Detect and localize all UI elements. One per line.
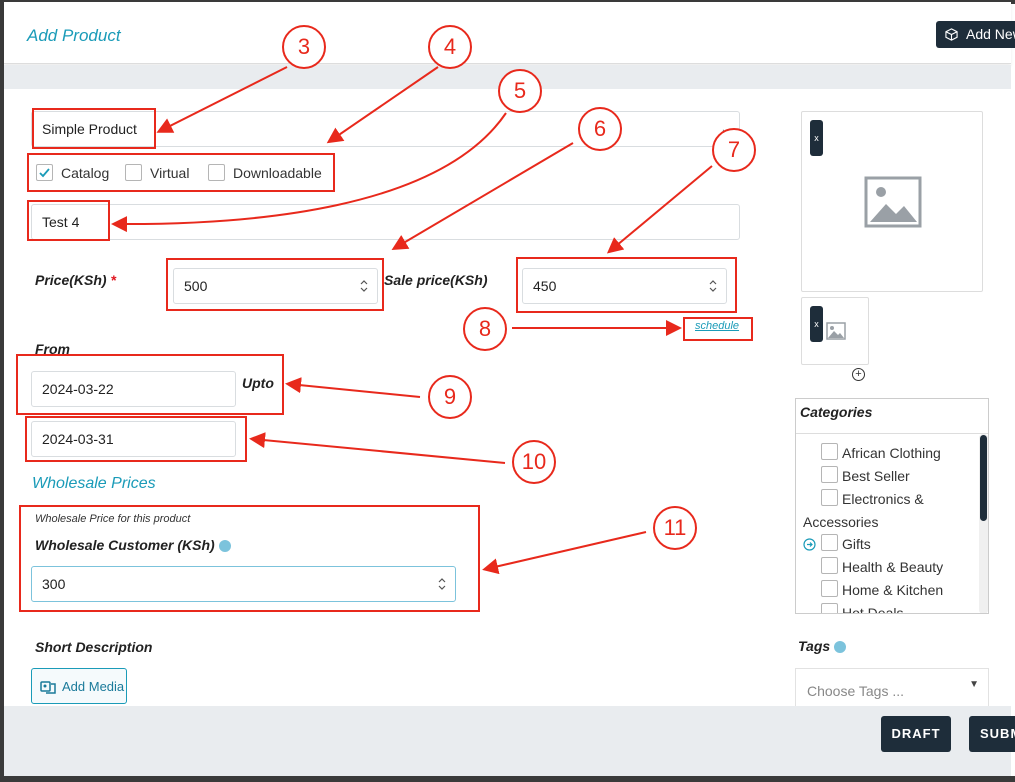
upto-date-input[interactable]: 2024-03-31 xyxy=(31,421,236,457)
annotation-number-11: 11 xyxy=(653,506,697,550)
required-mark: * xyxy=(110,272,116,288)
categories-divider xyxy=(796,433,988,434)
add-media-button[interactable]: Add Media xyxy=(31,668,127,704)
featured-image-panel[interactable]: x xyxy=(801,111,983,292)
wholesale-price-input[interactable]: 300 xyxy=(31,566,456,602)
catalog-checkbox[interactable] xyxy=(36,164,53,181)
add-media-label: Add Media xyxy=(62,679,125,694)
category-label: Electronics & xyxy=(842,491,924,507)
category-label: Hot Deals xyxy=(842,605,904,614)
sale-price-label: Sale price(KSh) xyxy=(384,272,488,288)
add-new-label: Add New xyxy=(966,26,1015,42)
product-name-input[interactable]: Test 4 xyxy=(31,204,740,240)
sale-price-input[interactable]: 450 xyxy=(522,268,727,304)
category-label-continued: Accessories xyxy=(803,514,879,530)
from-date-input[interactable]: 2024-03-22 xyxy=(31,371,236,407)
annotation-box-6 xyxy=(166,258,384,311)
category-label: Home & Kitchen xyxy=(842,582,944,598)
footer-bar xyxy=(4,706,1011,776)
categories-scrollbar-track[interactable] xyxy=(979,434,988,613)
category-label: Gifts xyxy=(842,536,871,552)
category-label: Best Seller xyxy=(842,468,910,484)
page-title: Add Product xyxy=(27,26,121,45)
wholesale-customer-label: Wholesale Customer (KSh) xyxy=(35,537,231,553)
category-checkbox[interactable] xyxy=(821,557,838,574)
schedule-link[interactable]: schedule xyxy=(695,320,740,332)
image-placeholder-icon xyxy=(826,322,846,340)
annotation-number-4: 4 xyxy=(428,25,472,69)
help-icon[interactable] xyxy=(834,641,847,654)
arrow-right-circle-icon[interactable] xyxy=(803,538,816,551)
tags-label: Tags xyxy=(798,638,847,654)
upto-date-value: 2024-03-31 xyxy=(42,431,114,447)
annotation-number-5: 5 xyxy=(498,69,542,113)
add-gallery-image-icon[interactable]: + xyxy=(852,368,865,381)
wholesale-hint: Wholesale Price for this product xyxy=(35,513,191,525)
image-placeholder-icon xyxy=(864,176,922,228)
sale-price-value: 450 xyxy=(533,278,557,294)
help-icon[interactable] xyxy=(218,540,231,553)
spinner-icon[interactable] xyxy=(709,279,717,293)
category-checkbox[interactable] xyxy=(821,466,838,483)
short-description-label: Short Description xyxy=(35,639,153,655)
annotation-box-5 xyxy=(27,200,110,241)
checkmark-icon xyxy=(39,168,50,178)
price-value: 500 xyxy=(184,278,208,294)
category-checkbox[interactable] xyxy=(821,489,838,506)
draft-button[interactable]: DRAFT xyxy=(881,716,951,752)
category-checkbox[interactable] xyxy=(821,603,838,613)
annotation-number-3: 3 xyxy=(282,25,326,69)
tags-label-text: Tags xyxy=(798,638,831,654)
tags-placeholder: Choose Tags ... xyxy=(807,683,905,699)
wholesale-section-title: Wholesale Prices xyxy=(32,475,156,492)
price-label-text: Price(KSh) xyxy=(35,272,107,288)
submit-button[interactable]: SUBMIT xyxy=(969,716,1015,752)
remove-image-button[interactable]: x xyxy=(810,120,823,156)
gallery-thumbnail[interactable]: x xyxy=(801,297,869,365)
media-icon xyxy=(40,681,56,694)
cube-icon xyxy=(945,28,958,41)
from-label: From xyxy=(35,341,70,357)
annotation-number-10: 10 xyxy=(512,440,556,484)
category-checkbox[interactable] xyxy=(821,443,838,460)
annotation-box-4 xyxy=(27,153,335,192)
annotation-number-8: 8 xyxy=(463,307,507,351)
spinner-icon[interactable] xyxy=(438,577,446,591)
product-type-value: Simple Product xyxy=(42,121,137,137)
price-label: Price(KSh) * xyxy=(35,272,116,288)
category-label: African Clothing xyxy=(842,445,941,461)
from-date-value: 2024-03-22 xyxy=(42,381,114,397)
category-checkbox[interactable] xyxy=(821,534,838,551)
categories-title: Categories xyxy=(800,404,873,420)
wholesale-price-value: 300 xyxy=(42,576,66,592)
add-new-button[interactable]: Add New xyxy=(936,21,1015,48)
wholesale-customer-label-text: Wholesale Customer (KSh) xyxy=(35,537,215,553)
annotation-box-10 xyxy=(25,416,247,462)
price-input[interactable]: 500 xyxy=(173,268,378,304)
annotation-box-11 xyxy=(19,505,480,612)
catalog-label: Catalog xyxy=(61,165,110,181)
product-name-value: Test 4 xyxy=(42,214,80,230)
caret-down-icon: ▼ xyxy=(969,679,979,690)
category-checkbox[interactable] xyxy=(821,580,838,597)
page-header: Add Product Add New xyxy=(4,2,1015,64)
annotation-number-7: 7 xyxy=(712,128,756,172)
categories-scrollbar-thumb[interactable] xyxy=(980,435,987,521)
annotation-box-8 xyxy=(683,317,753,341)
spinner-icon[interactable] xyxy=(360,279,368,293)
annotation-box-9 xyxy=(16,354,284,415)
annotation-number-6: 6 xyxy=(578,107,622,151)
annotation-number-9: 9 xyxy=(428,375,472,419)
categories-panel: Categories African Clothing Best Seller … xyxy=(795,398,989,614)
upto-label: Upto xyxy=(242,375,274,391)
remove-gallery-image-button[interactable]: x xyxy=(810,306,823,342)
annotation-box-7 xyxy=(516,257,737,313)
category-label: Health & Beauty xyxy=(842,559,944,575)
tags-select[interactable]: Choose Tags ... ▼ xyxy=(795,668,989,708)
annotation-box-3 xyxy=(32,108,156,149)
